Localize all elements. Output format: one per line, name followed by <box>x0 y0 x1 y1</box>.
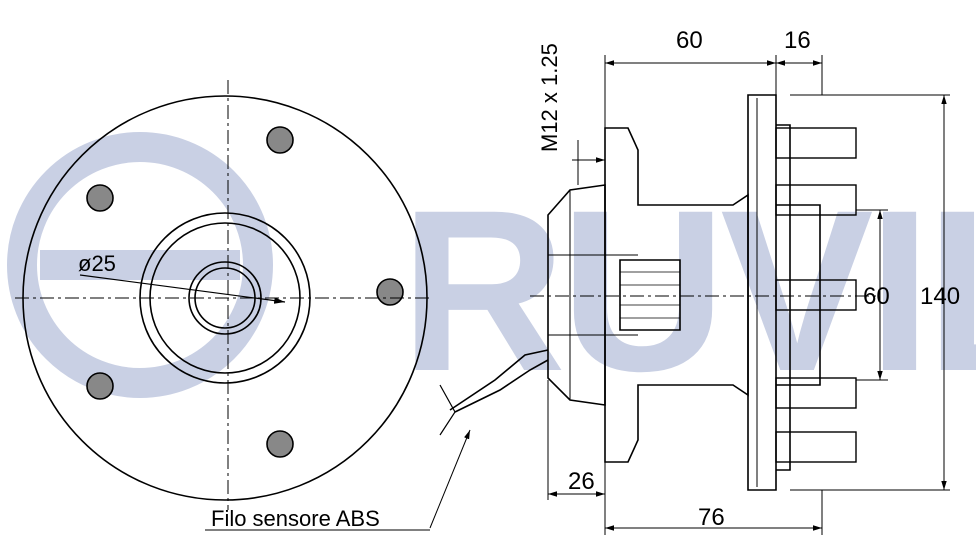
wheel-stud-icon <box>775 431 857 463</box>
front-view <box>15 80 430 510</box>
spline-shaft <box>619 259 681 331</box>
dim-bolt-circle: 60 <box>863 283 890 310</box>
watermark-bar <box>40 250 240 280</box>
hub-pilot <box>776 204 821 386</box>
abs-leader <box>429 429 471 529</box>
thread-label: M12 x 1.25 <box>537 43 562 152</box>
wheel-stud-icon <box>775 127 857 159</box>
side-view <box>439 94 880 491</box>
hub-body <box>604 127 749 463</box>
dim-top-offset: 16 <box>784 27 811 54</box>
abs-wire <box>449 349 549 411</box>
dim-inner-width: 26 <box>568 468 595 495</box>
bolt-hole-icon <box>266 126 294 154</box>
dim-top-width: 60 <box>676 27 703 54</box>
bolt-hole-icon <box>86 372 114 400</box>
wheel-studs <box>775 127 857 463</box>
bolt-hole-icon <box>86 184 114 212</box>
wheel-stud-icon <box>775 279 857 311</box>
abs-wire <box>454 359 549 413</box>
bolt-hole-icon <box>266 430 294 458</box>
bolt-hole-icon <box>376 278 404 306</box>
abs-wire-break <box>439 384 456 436</box>
wheel-stud-icon <box>775 184 857 216</box>
abs-wire-label: Filo sensore ABS <box>211 506 380 531</box>
diameter-leader <box>79 274 286 304</box>
flange-inner <box>776 124 791 471</box>
diameter-label: ø25 <box>78 251 116 276</box>
dim-flange-diameter: 140 <box>920 283 960 310</box>
watermark-ring <box>7 132 273 398</box>
dimension-lines <box>205 55 950 535</box>
wheel-stud-icon <box>775 377 857 409</box>
dim-overall-width: 76 <box>698 504 725 531</box>
